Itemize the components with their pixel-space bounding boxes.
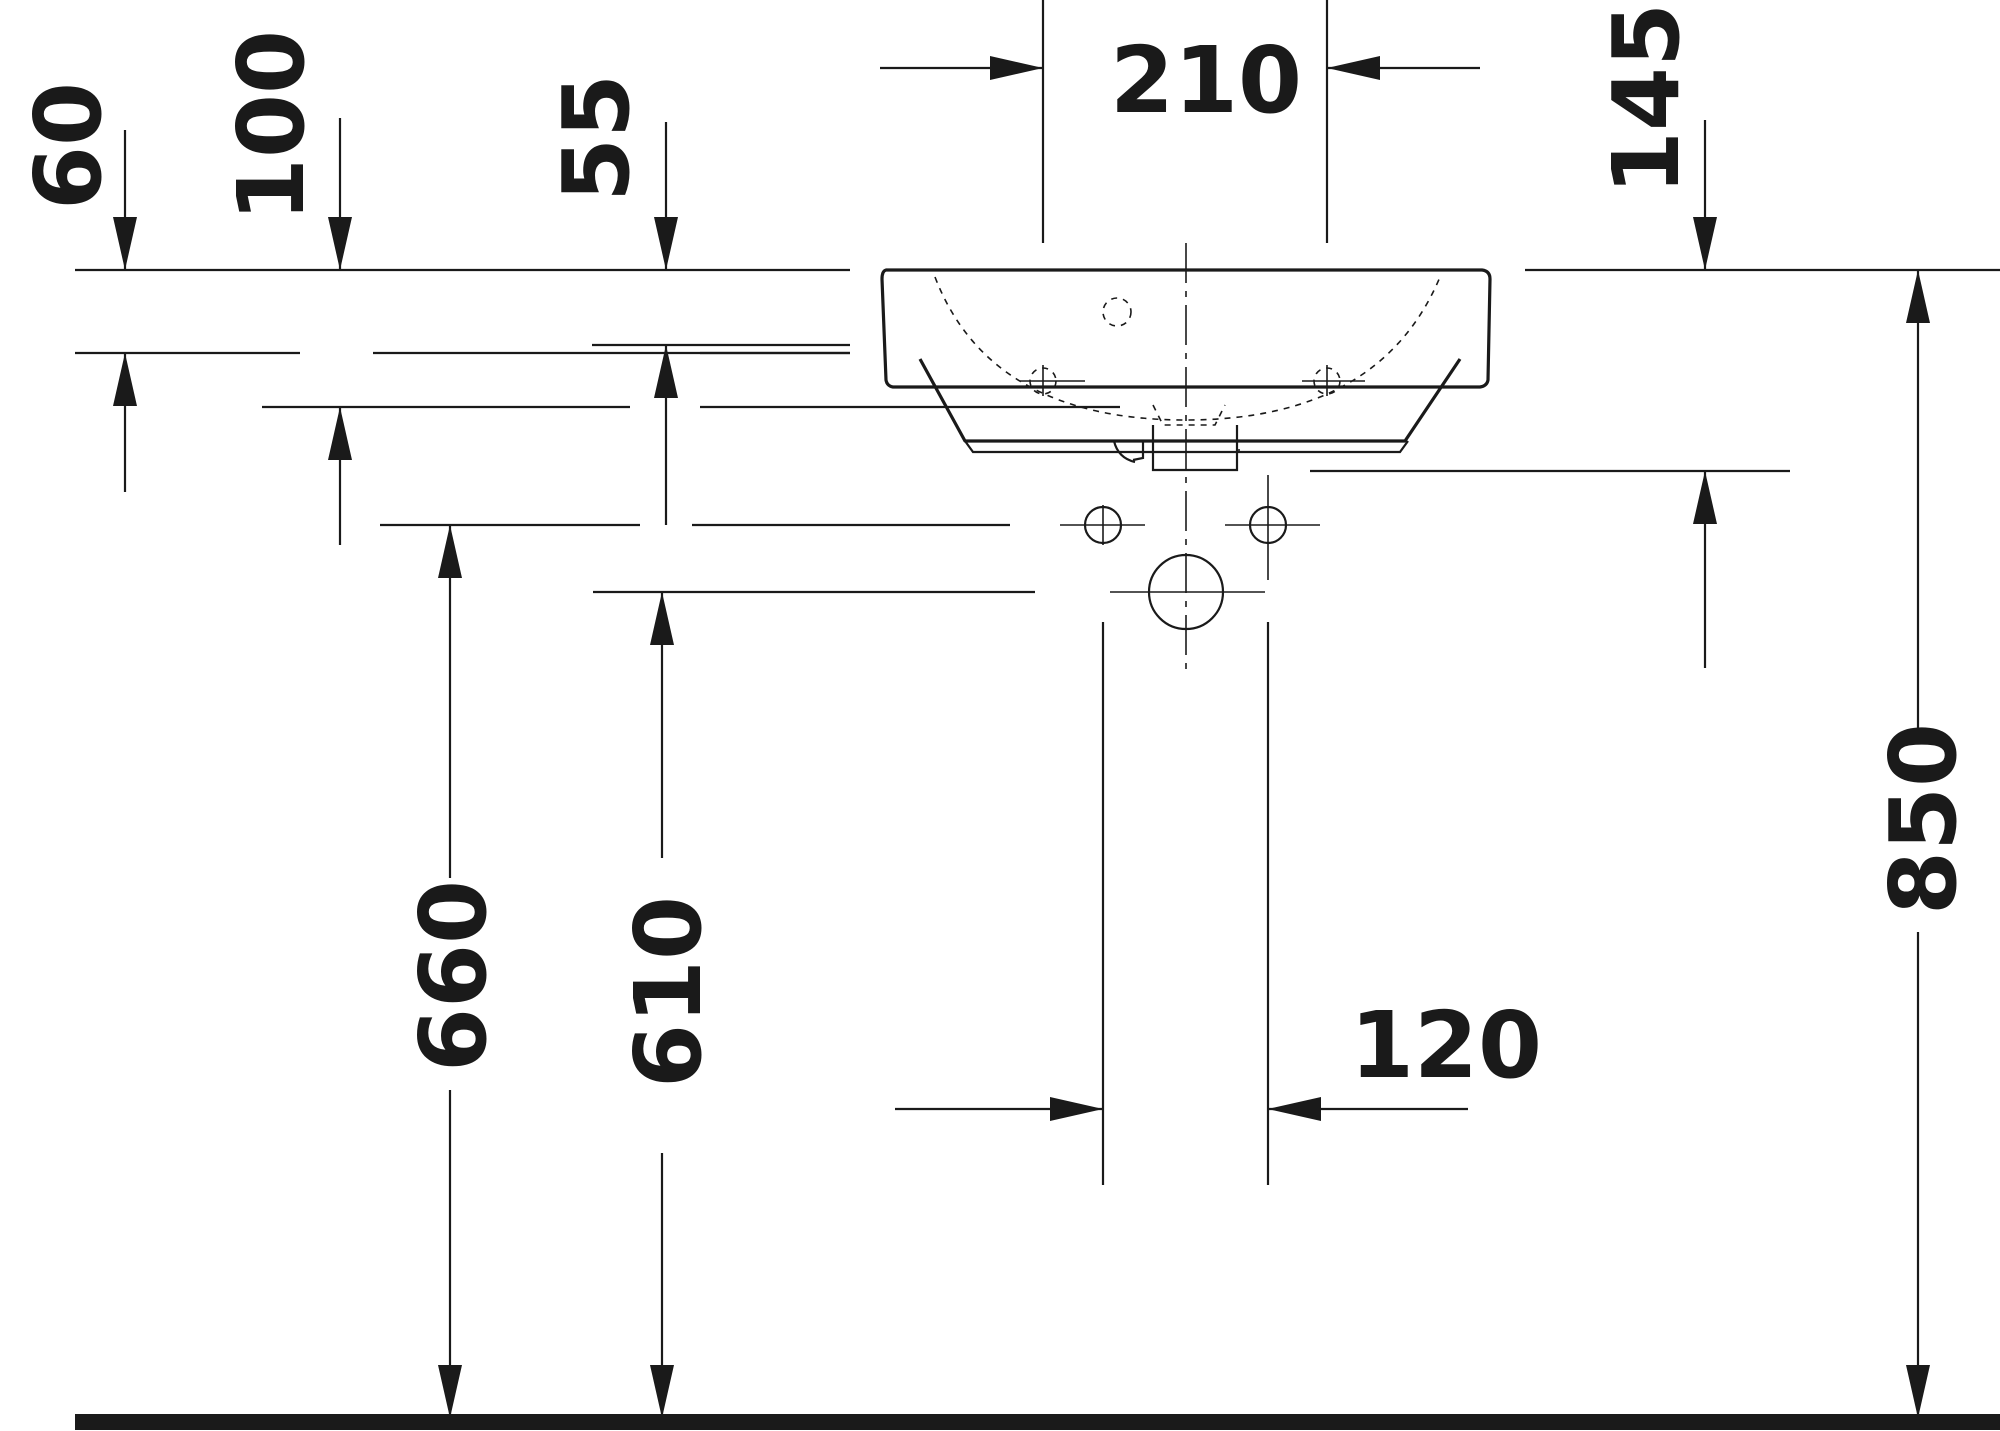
dim-660-label: 660 (400, 880, 507, 1072)
supply-connection-left (1060, 505, 1145, 545)
dim-850-label: 850 (1870, 723, 1977, 915)
dim-120-label: 120 (1350, 992, 1542, 1099)
dim-60-label: 60 (15, 82, 122, 210)
supply-connection-right (1225, 475, 1320, 580)
tap-hole-right (1302, 365, 1365, 396)
dim-660: 660 (380, 523, 1010, 1418)
dim-610: 610 (593, 590, 1035, 1418)
dim-60: 60 (15, 82, 850, 492)
dim-55: 55 (543, 74, 850, 525)
waste-connection (1110, 553, 1265, 631)
dim-850: 850 (1870, 270, 1977, 1418)
waste-outlet (1112, 404, 1240, 472)
dim-120: 120 (895, 622, 1542, 1185)
tap-hole-left (1020, 365, 1085, 396)
dim-100-label: 100 (218, 30, 325, 222)
dim-55-label: 55 (543, 74, 650, 202)
dim-145-label: 145 (1593, 3, 1700, 195)
dim-100: 100 (218, 30, 1120, 545)
dim-210: 210 (880, 27, 1480, 134)
dim-210-label: 210 (1110, 27, 1302, 134)
dim-610-label: 610 (615, 896, 722, 1088)
dim-145: 145 (1310, 3, 1790, 668)
